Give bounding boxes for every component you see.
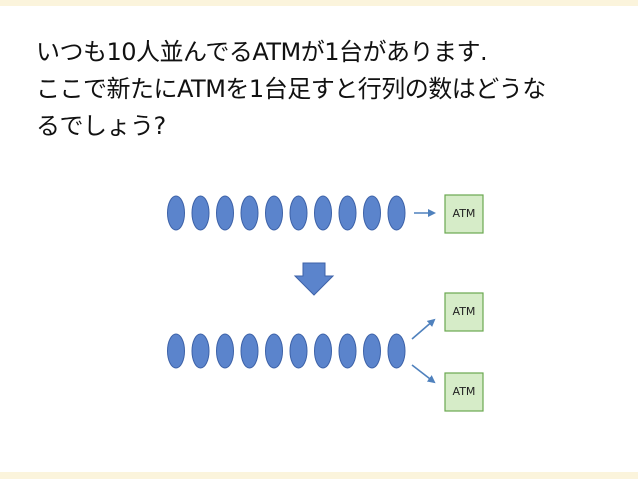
before-atm: ATM: [444, 194, 484, 234]
before-person-3: [216, 195, 234, 231]
transition-down-arrow: [293, 262, 335, 296]
after-person-7: [314, 333, 332, 369]
after-person-2: [191, 333, 210, 369]
after-atm-2: ATM: [444, 372, 484, 412]
before-person-8: [338, 195, 357, 231]
before-person-6: [289, 195, 308, 231]
after-person-1: [167, 333, 185, 369]
after-arrow-down: [411, 364, 436, 384]
question-line-1: いつも10人並んでるATMが1台があります.: [36, 38, 488, 66]
before-atm-label: ATM: [453, 207, 476, 220]
before-queue: [167, 195, 406, 231]
after-person-4: [240, 333, 259, 369]
before-person-7: [314, 195, 332, 231]
after-atm-1-label: ATM: [453, 305, 476, 318]
after-atm-1: ATM: [444, 292, 484, 332]
after-queue: [167, 333, 406, 369]
before-person-4: [240, 195, 259, 231]
after-arrow-up: [411, 318, 436, 340]
before-atm-box: [444, 194, 484, 234]
question-line-2: ここで新たにATMを1台足すと行列の数はどうな: [36, 75, 546, 103]
after-atm-2-label: ATM: [453, 385, 476, 398]
after-person-9: [363, 333, 381, 369]
before-person-2: [191, 195, 210, 231]
question-text: いつも10人並んでるATMが1台があります. ここで新たにATMを1台足すと行列…: [36, 34, 626, 145]
before-person-10: [387, 195, 406, 231]
before-person-5: [265, 195, 283, 231]
after-atm-2-box: [444, 372, 484, 412]
after-person-8: [338, 333, 357, 369]
before-person-1: [167, 195, 185, 231]
after-person-6: [289, 333, 308, 369]
after-atm-1-box: [444, 292, 484, 332]
after-person-10: [387, 333, 406, 369]
after-person-5: [265, 333, 283, 369]
slide: いつも10人並んでるATMが1台があります. ここで新たにATMを1台足すと行列…: [0, 6, 638, 472]
after-person-3: [216, 333, 234, 369]
before-person-9: [363, 195, 381, 231]
question-line-3: るでしょう?: [36, 112, 166, 140]
